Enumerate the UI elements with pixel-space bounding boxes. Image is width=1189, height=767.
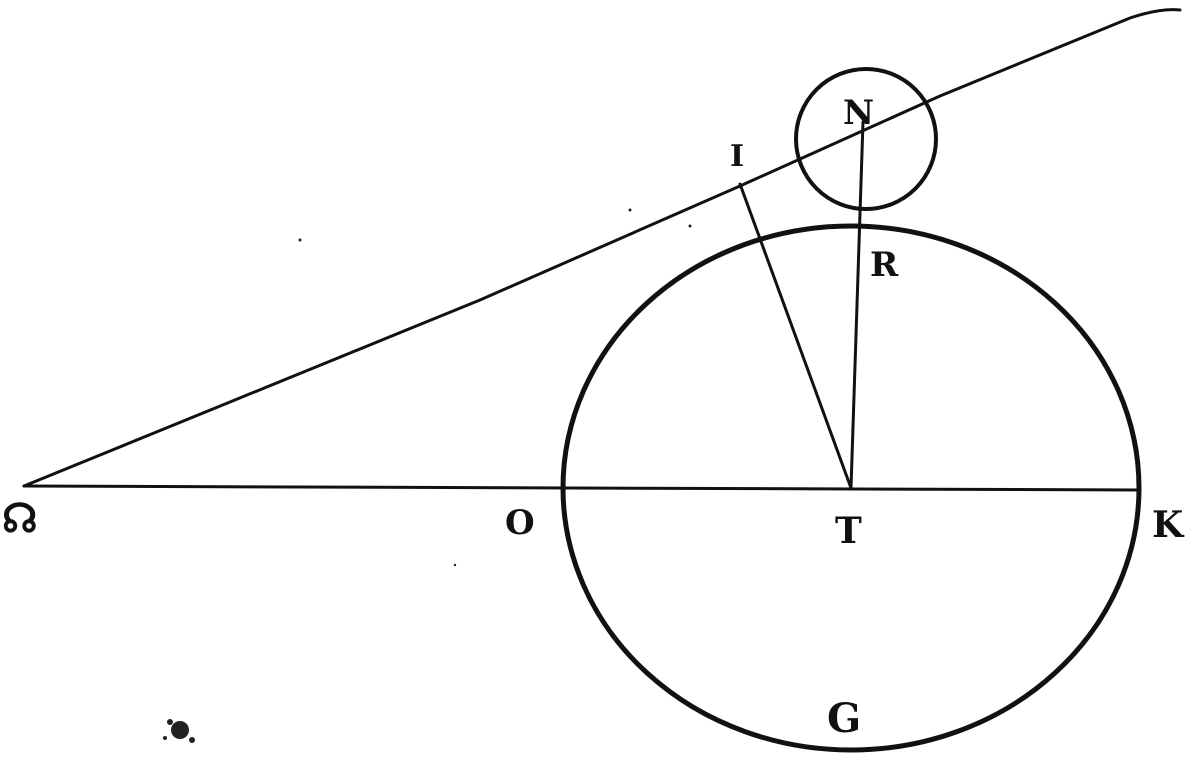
horizontal-line (22, 484, 1141, 492)
inclined-line (22, 8, 1182, 488)
label-r: R (870, 245, 899, 285)
label-g: G (827, 695, 861, 742)
label-i: I (730, 139, 744, 174)
label-node-symbol: ☊ (2, 495, 38, 542)
line-t-to-n (849, 120, 865, 490)
small-circle (794, 67, 938, 211)
label-k: K (1152, 504, 1185, 546)
label-n: N (843, 93, 874, 133)
label-o: O (505, 503, 535, 543)
print-speckles (163, 208, 692, 743)
line-t-to-i (738, 182, 853, 490)
label-t: T (835, 510, 862, 552)
